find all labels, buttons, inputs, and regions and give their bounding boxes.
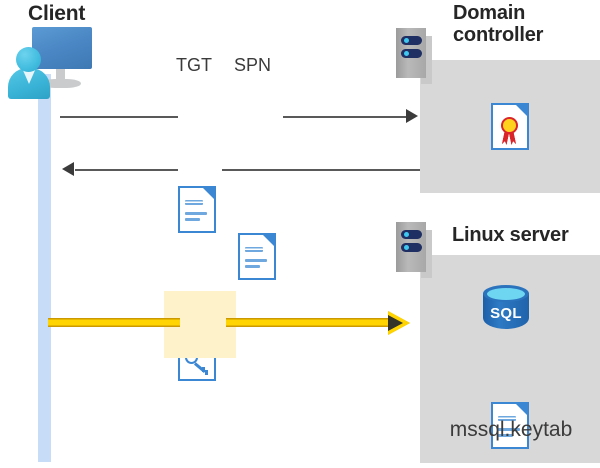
document-text-line (498, 428, 520, 431)
document-fold-corner (261, 233, 276, 248)
server-led-icon (404, 51, 409, 56)
document-fold-corner (201, 186, 216, 201)
response-arrow-segment-left (75, 169, 178, 171)
spn-label: SPN (234, 55, 272, 75)
user-avatar-collar-icon (22, 68, 36, 84)
request-arrow-segment-right (283, 116, 408, 118)
server-body (396, 222, 426, 272)
monitor-screen-icon (32, 27, 92, 69)
document-text-line (185, 212, 207, 215)
server-body (396, 28, 426, 78)
domain-controller-server-icon (396, 28, 432, 84)
server-slot-icon (401, 49, 422, 58)
response-arrow-segment-right (222, 169, 420, 171)
request-arrow-segment-left (60, 116, 178, 118)
document-text-line (498, 434, 513, 437)
spn-document-icon (238, 233, 276, 280)
key-tooth (205, 370, 208, 375)
server-led-icon (404, 38, 409, 43)
certificate-seal-icon (501, 117, 518, 134)
document-fold-corner (514, 402, 529, 417)
server-slot-icon (401, 36, 422, 45)
sql-database-icon: SQL (483, 285, 529, 335)
linux-server-title: Linux server (452, 224, 569, 246)
key-tooth (202, 367, 205, 372)
server-slot-icon (401, 230, 422, 239)
ticket-arrow-segment-right (226, 318, 394, 327)
document-text-line (245, 265, 260, 268)
response-arrowhead (62, 162, 74, 176)
document-text-line (185, 200, 203, 205)
request-arrowhead (406, 109, 418, 123)
server-shadow (421, 36, 432, 84)
database-cylinder-top (483, 285, 529, 302)
ticket-arrow-segment-left (48, 318, 180, 327)
client-lifeline-bar (38, 74, 51, 462)
document-fold-corner (514, 103, 529, 118)
client-title: Client (28, 2, 86, 25)
user-avatar-head-icon (16, 47, 41, 72)
server-led-icon (404, 232, 409, 237)
keytab-document-icon (491, 402, 529, 449)
monitor-base-icon (41, 79, 81, 88)
database-cylinder-top-inner (487, 288, 525, 300)
ticket-arrowhead (388, 311, 410, 335)
client-computer-icon (8, 27, 92, 99)
server-led-icon (404, 245, 409, 250)
monitor-neck-icon (56, 69, 65, 81)
certificate-document-icon (491, 103, 529, 150)
domain-controller-title: Domain controller (453, 2, 544, 47)
document-text-line (245, 259, 267, 262)
linux-server-icon (396, 222, 432, 278)
keytab-filename-label: mssql.keytab (449, 418, 573, 441)
database-label: SQL (490, 305, 522, 322)
document-text-line (498, 416, 516, 421)
server-slot-icon (401, 243, 422, 252)
server-shadow (421, 230, 432, 278)
document-text-line (185, 218, 200, 221)
tgt-label: TGT (176, 55, 212, 75)
document-text-line (245, 247, 263, 252)
tgt-document-icon (178, 186, 216, 233)
